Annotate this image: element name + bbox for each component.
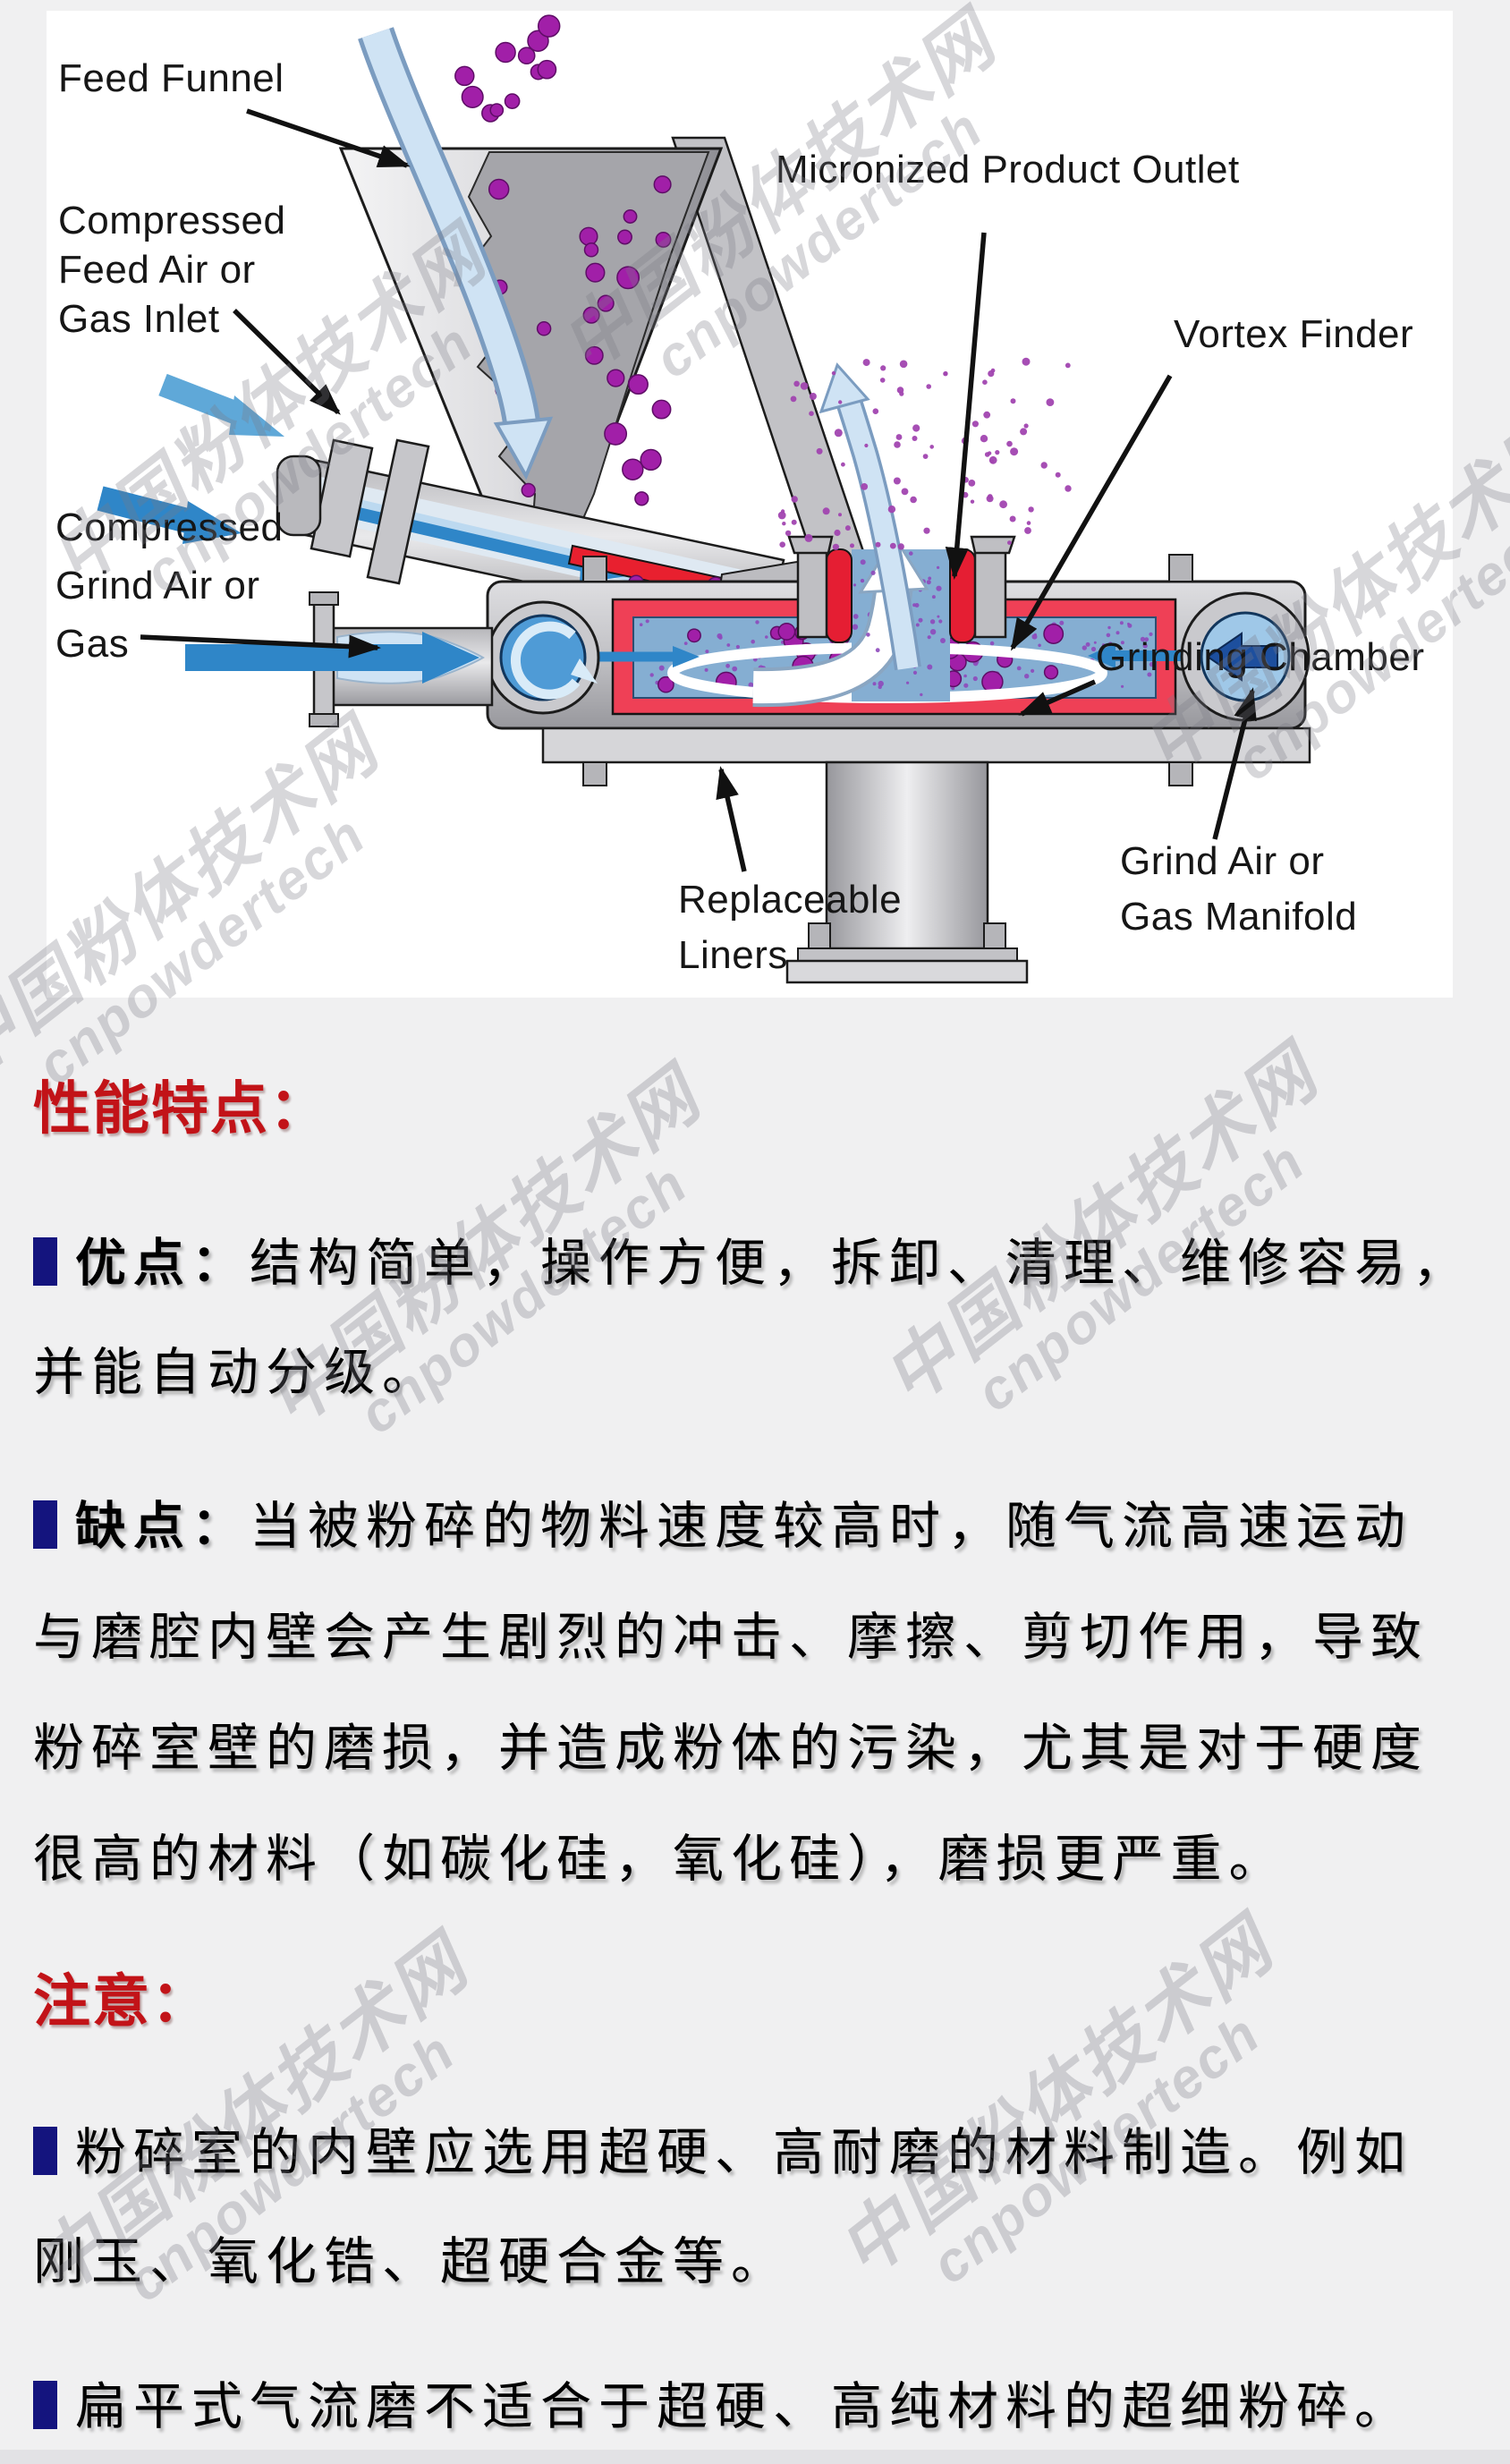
injector-flange xyxy=(310,438,374,558)
disadvantages-line4: 很高的材料（如碳化硅，氧化硅），磨损更严重。 xyxy=(33,1818,1287,1891)
advantages-lead: 优点： xyxy=(75,1236,250,1292)
disadvantages-line2: 与磨腔内壁会产生剧烈的冲击、摩擦、剪切作用，导致 xyxy=(33,1596,1429,1670)
label-vortex-finder: Vortex Finder xyxy=(1174,312,1413,356)
grind-gas-arrow xyxy=(140,634,381,658)
feed-inlet-arrow xyxy=(233,309,341,415)
label-grind-gas-3: Gas xyxy=(55,622,129,666)
note1-text1: 粉碎室的内壁应选用超硬、高耐磨的材料制造。例如 xyxy=(75,2125,1412,2181)
disadvantages-text1: 当被粉碎的物料速度较高时，随气流高速运动 xyxy=(250,1499,1412,1555)
chamber-bottom-plate xyxy=(541,726,1311,764)
label-arrows xyxy=(140,108,1257,872)
product-outlet-arrow xyxy=(945,232,987,580)
label-feed-inlet-2: Feed Air or xyxy=(58,248,256,292)
note-heading: 注意： xyxy=(33,1970,210,2034)
label-product-outlet: Micronized Product Outlet xyxy=(776,148,1240,191)
bottom-edge xyxy=(0,2450,1510,2464)
bullet-square xyxy=(33,1237,57,1286)
disadvantages-text3: 粉碎室壁的磨损，并造成粉体的污染，尤其是对于硬度 xyxy=(33,1721,1429,1777)
feed-air-arrow xyxy=(158,373,284,437)
disadvantages-line3: 粉碎室壁的磨损，并造成粉体的污染，尤其是对于硬度 xyxy=(33,1707,1429,1780)
grind-air-arrow xyxy=(185,632,479,684)
bullet-square xyxy=(33,2127,57,2175)
manifold-arrow xyxy=(1206,632,1278,682)
label-liners-2: Liners xyxy=(678,933,788,977)
label-feed-inlet-3: Gas Inlet xyxy=(58,297,220,341)
label-manifold-1: Grind Air or xyxy=(1120,839,1325,883)
vortex-finder-arrow xyxy=(1010,374,1173,651)
note2-line1: 扁平式气流磨不适合于超硬、高纯材料的超细粉碎。 xyxy=(33,2366,1412,2439)
disadvantages-text2: 与磨腔内壁会产生剧烈的冲击、摩擦、剪切作用，导致 xyxy=(33,1610,1429,1666)
advantages-line1: 优点：结构简单，操作方便，拆卸、清理、维修容易， xyxy=(33,1222,1471,1296)
advantages-line2: 并能自动分级。 xyxy=(33,1331,440,1405)
label-feed-inlet-1: Compressed xyxy=(58,199,285,242)
feed-funnel-arrow xyxy=(246,108,411,168)
bullet-square xyxy=(33,1500,57,1549)
feed-stream-arrowhead xyxy=(493,416,554,480)
jet-mill-diagram: Feed Funnel Compressed Feed Air or Gas I… xyxy=(55,14,1425,984)
advantages-text1: 结构简单，操作方便，拆卸、清理、维修容易， xyxy=(250,1236,1471,1292)
label-grinding-chamber: Grinding Chamber xyxy=(1096,635,1425,679)
label-liners-1: Replaceable xyxy=(678,878,902,922)
left-air-port xyxy=(486,600,600,715)
grind-air-pipe xyxy=(185,591,494,727)
manifold-arrow-line xyxy=(1212,687,1257,840)
label-feed-funnel: Feed Funnel xyxy=(58,56,284,100)
note2-text1: 扁平式气流磨不适合于超硬、高纯材料的超细粉碎。 xyxy=(75,2379,1412,2435)
injector-inlet-stub xyxy=(276,455,322,537)
pedestal xyxy=(785,760,1029,984)
gas-manifold xyxy=(1180,591,1311,722)
note1-line1: 粉碎室的内壁应选用超硬、高耐磨的材料制造。例如 xyxy=(33,2111,1412,2185)
disadvantages-line1: 缺点：当被粉碎的物料速度较高时，随气流高速运动 xyxy=(33,1485,1412,1559)
label-grind-gas-2: Grind Air or xyxy=(55,564,260,608)
bullet-square xyxy=(33,2381,57,2429)
note1-line2: 刚玉、氧化锆、超硬合金等。 xyxy=(33,2221,789,2294)
grinding-chamber-arrow xyxy=(1018,679,1097,717)
disadvantages-text4: 很高的材料（如碳化硅，氧化硅），磨损更严重。 xyxy=(33,1831,1287,1888)
note1-text2: 刚玉、氧化锆、超硬合金等。 xyxy=(33,2234,789,2290)
label-grind-gas-1: Compressed xyxy=(55,506,283,549)
disadvantages-lead: 缺点： xyxy=(75,1499,250,1555)
performance-heading: 性能特点： xyxy=(33,1077,328,1141)
funnel-support-arm xyxy=(671,136,876,585)
injector-flange2 xyxy=(366,438,430,585)
diagram-labels: Feed Funnel Compressed Feed Air or Gas I… xyxy=(55,56,1425,977)
label-manifold-2: Gas Manifold xyxy=(1120,895,1357,939)
advantages-text2: 并能自动分级。 xyxy=(33,1345,440,1401)
feed-air-arrow-2 xyxy=(97,486,242,544)
chamber-bolts xyxy=(582,554,1193,786)
liners-arrow xyxy=(716,766,747,872)
